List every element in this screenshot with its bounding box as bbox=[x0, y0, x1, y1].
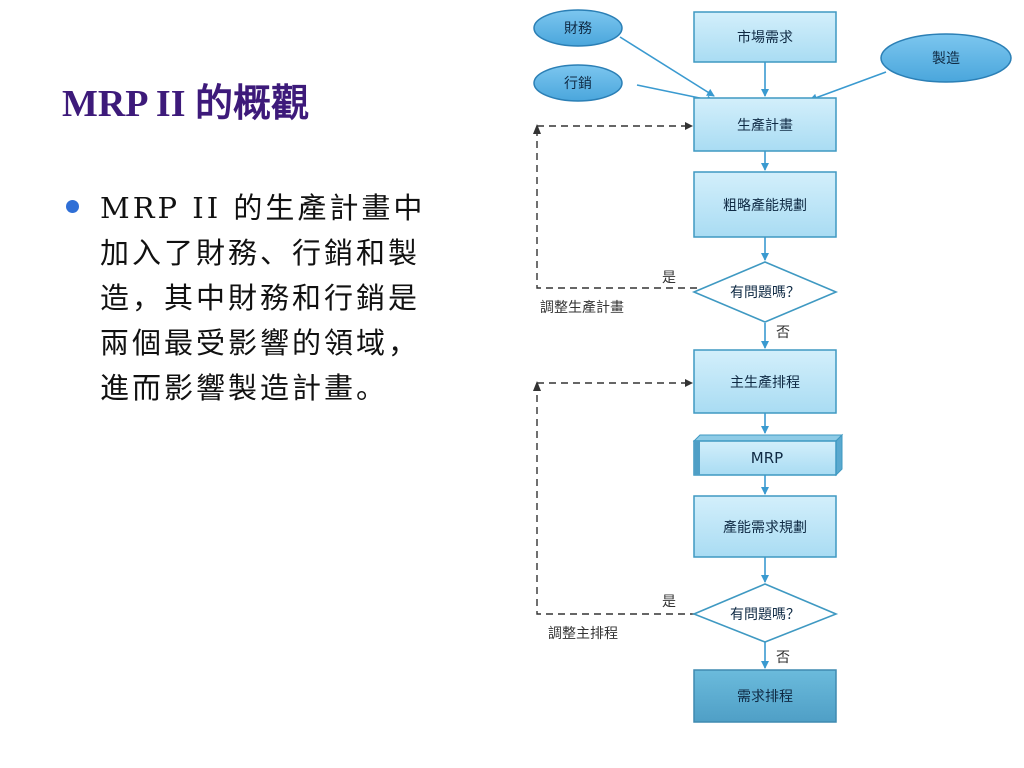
slide-title: MRP II 的概觀 bbox=[62, 83, 310, 125]
decision-1-label: 有問題嗎？ bbox=[730, 285, 800, 301]
loop-1-up-arrowhead bbox=[533, 124, 541, 134]
box-demand-schedule-label: 需求排程 bbox=[737, 689, 793, 705]
label-no-1: 否 bbox=[776, 325, 790, 341]
box-rough-cut-label: 粗略產能規劃 bbox=[723, 197, 807, 214]
box-market-demand: 市場需求 bbox=[693, 11, 837, 63]
bullet-text: MRP II 的生產計畫中加入了財務、行銷和製造，其中財務和行銷是兩個最受影響的… bbox=[100, 191, 426, 405]
label-no-2: 否 bbox=[776, 650, 790, 666]
label-adjust-production-plan: 調整生產計畫 bbox=[540, 299, 624, 316]
label-yes-1: 是 bbox=[662, 270, 676, 286]
decision-1: 有問題嗎？ bbox=[691, 261, 839, 323]
box-master-schedule-label: 主生產排程 bbox=[730, 374, 800, 391]
box-rough-cut: 粗略產能規劃 bbox=[693, 171, 837, 238]
box-market-demand-label: 市場需求 bbox=[737, 29, 793, 46]
input-finance: 財務 bbox=[533, 9, 623, 47]
input-marketing-label: 行銷 bbox=[564, 76, 592, 92]
box-mrp: MRP bbox=[692, 433, 844, 477]
box-capacity-requirements: 產能需求規劃 bbox=[693, 495, 837, 558]
input-manufacturing-label: 製造 bbox=[932, 51, 960, 67]
decision-2-label: 有問題嗎？ bbox=[730, 607, 800, 623]
box-capacity-requirements-label: 產能需求規劃 bbox=[723, 519, 807, 536]
feedback-loops bbox=[536, 122, 697, 615]
bullet-dot-icon bbox=[66, 200, 79, 213]
loop-2-up-arrowhead bbox=[533, 381, 541, 391]
loop-2-line bbox=[536, 383, 697, 615]
label-yes-2: 是 bbox=[662, 594, 676, 610]
box-production-plan-label: 生產計畫 bbox=[737, 117, 793, 134]
loop-1-line bbox=[536, 126, 697, 289]
input-finance-label: 財務 bbox=[564, 21, 592, 37]
arrow-manufacturing-to-plan bbox=[809, 71, 887, 102]
box-demand-schedule: 需求排程 bbox=[693, 669, 837, 723]
box-production-plan: 生產計畫 bbox=[693, 97, 837, 152]
arrow-finance-to-plan bbox=[619, 36, 715, 97]
box-mrp-label: MRP bbox=[751, 449, 783, 467]
box-master-schedule: 主生產排程 bbox=[693, 349, 837, 414]
label-adjust-master-schedule: 調整主排程 bbox=[548, 626, 618, 642]
input-manufacturing: 製造 bbox=[880, 33, 1012, 83]
bullet-item: MRP II 的生產計畫中加入了財務、行銷和製造，其中財務和行銷是兩個最受影響的… bbox=[66, 186, 436, 411]
input-marketing: 行銷 bbox=[533, 64, 623, 102]
decision-2: 有問題嗎？ bbox=[691, 583, 839, 643]
